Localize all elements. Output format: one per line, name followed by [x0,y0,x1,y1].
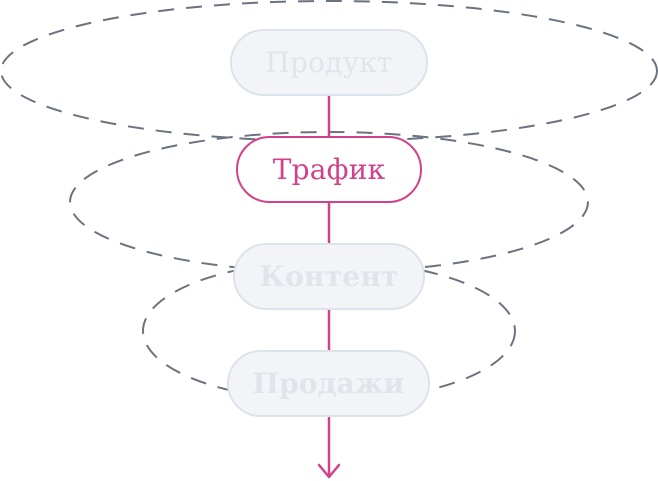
stage-label: Контент [259,260,399,293]
stage-content: Контент [233,243,425,310]
stage-traffic: Трафик [236,136,422,203]
stage-sales: Продажи [227,350,430,417]
stage-product: Продукт [230,29,428,96]
stage-label: Продукт [265,46,393,79]
stage-label: Трафик [272,153,386,186]
stage-label: Продажи [252,367,405,400]
arrow-down-icon [317,463,341,479]
